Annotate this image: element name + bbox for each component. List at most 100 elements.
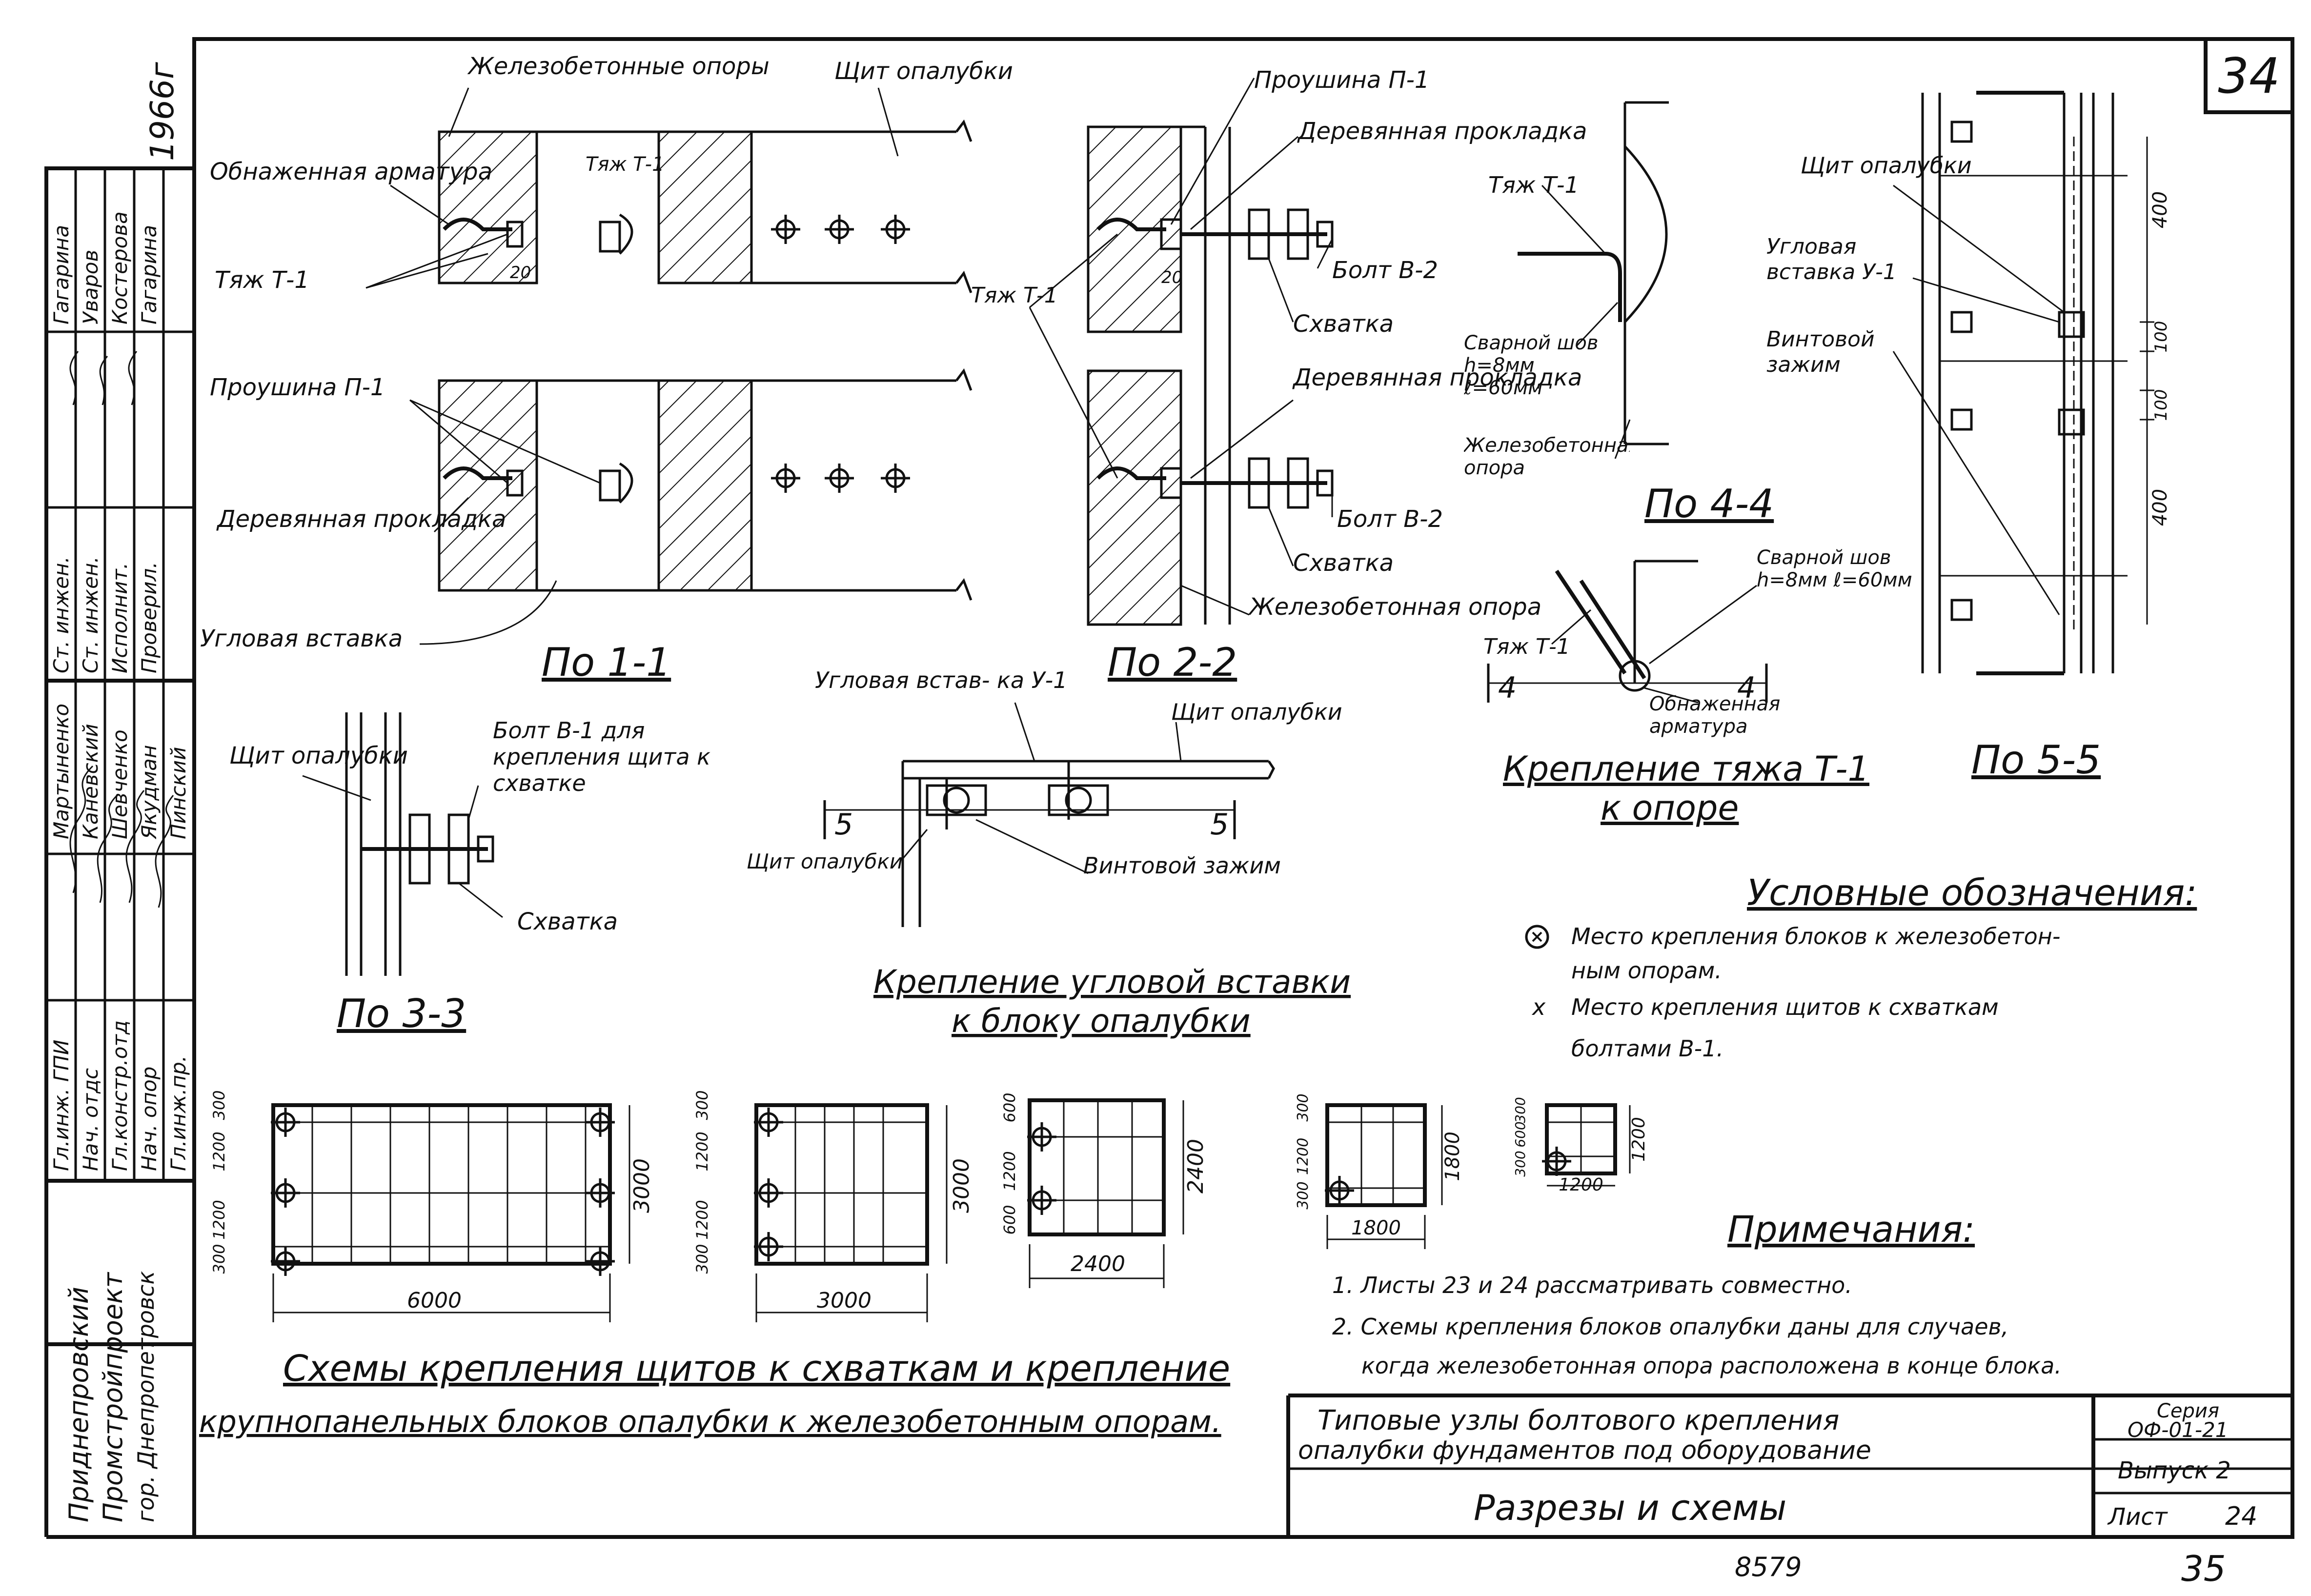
svg-text:Нач. опор: Нач. опор [137, 1067, 161, 1171]
signature-scribbles [69, 351, 174, 908]
legend-item-2-line-1: Место крепления щитов к схваткам [1571, 994, 1999, 1020]
section-1-1-title: По 1-1 [542, 640, 671, 685]
anchor-marks-1-1 [771, 215, 910, 493]
screw-clamp-label-5-5: Винтовой зажим [1766, 327, 1875, 377]
svg-text:600: 600 [1512, 1121, 1528, 1147]
legend-item-1-line-1: Место крепления блоков к железобетон- [1571, 923, 2060, 950]
bolt-label-3-3: Болт В-1 для крепления щита к схватке [493, 717, 710, 796]
wood-pad-bottom-label-2-2: Деревянная прокладка [1292, 364, 1582, 391]
dim-5-5-3: 100 [2151, 389, 2171, 421]
svg-text:1200: 1200 [1559, 1175, 1603, 1195]
cut-marks-4-4: 4 4 [1487, 664, 1768, 705]
corner-detail-title-2: к блоку опалубки [952, 1002, 1251, 1040]
svg-text:300: 300 [1512, 1151, 1528, 1176]
year-note: 1966г [143, 62, 181, 161]
notes-title: Примечания: [1727, 1209, 1975, 1251]
title-block: Типовые узлы болтового крепления опалубк… [1286, 1394, 2292, 1537]
svg-text:Гл.инж.пр.: Гл.инж.пр. [166, 1055, 190, 1171]
svg-text:гор. Днепропетровск: гор. Днепропетровск [133, 1271, 159, 1522]
sheet-label: Лист [2107, 1503, 2169, 1531]
section-5-5-title: По 5-5 [1971, 737, 2101, 783]
lug-label-1-1: Проушина П-1 [210, 374, 385, 401]
tie-rod-label-2-2: Тяж Т-1 [971, 283, 1058, 308]
legend: Условные обозначения: Место крепления бл… [1525, 872, 2197, 1062]
legend-item-1-line-2: ным опорам. [1571, 957, 1722, 984]
svg-text:3000: 3000 [817, 1288, 872, 1313]
title-line-2: опалубки фундаментов под оборудование [1298, 1436, 1871, 1465]
svg-text:1200: 1200 [1295, 1138, 1312, 1175]
tie-rod-detail-title-2: к опоре [1601, 788, 1739, 828]
section-2-2-title: По 2-2 [1108, 640, 1237, 685]
dim-5-5-1: 400 [2149, 191, 2171, 228]
svg-text:Ст. инжен.: Ст. инжен. [79, 556, 102, 673]
scheme-2: 3000 3000 300 1200 1200 300 [693, 1090, 974, 1322]
weld-label-detail: Сварной шов h=8мм ℓ=60мм [1757, 546, 1912, 591]
svg-text:600: 600 [1000, 1205, 1019, 1234]
section-2-2: Проушина П-1 Деревянная прокладка Тяж Т-… [971, 66, 1587, 685]
clamp-top-label-2-2: Схватка [1293, 310, 1394, 338]
note-2: 2. Схемы крепления блоков опалубки даны … [1332, 1313, 2008, 1340]
schemes-title-2: крупнопанельных блоков опалубки к железо… [199, 1404, 1221, 1439]
exposed-rebar-label-detail: Обнаженная арматура [1649, 693, 1781, 738]
svg-text:Приднепровский: Приднепровский [63, 1287, 94, 1522]
series-label: Серия [2157, 1400, 2219, 1422]
lug-label-2-2: Проушина П-1 [1254, 66, 1429, 94]
leaders-2-2 [1029, 78, 1333, 616]
svg-text:5: 5 [834, 808, 853, 842]
wood-pad-top-label-2-2: Деревянная прокладка [1297, 118, 1587, 145]
staff-row-5: Гл.инж.пр. Пинский [166, 747, 190, 1171]
svg-text:Проверил.: Проверил. [137, 562, 161, 673]
svg-text:300: 300 [1512, 1097, 1528, 1123]
tie-rod-label-1-1-a: Тяж Т-1 [586, 153, 665, 176]
section-4-4-title: По 4-4 [1644, 481, 1774, 526]
legend-title: Условные обозначения: [1747, 872, 2197, 914]
dim-5-5-4: 400 [2149, 489, 2171, 526]
tie-rod-detail-title-1: Крепление тяжа Т-1 [1503, 749, 1869, 789]
corner-detail-title-1: Крепление угловой вставки [873, 963, 1351, 1001]
clamp-bottom-label-2-2: Схватка [1293, 549, 1394, 577]
svg-text:1200: 1200 [693, 1200, 711, 1239]
staff-row-1: Гл.инж. ГПИ Мартыненко Ст. инжен. Гагари… [49, 225, 73, 1171]
svg-text:Уваров: Уваров [79, 250, 102, 324]
svg-text:Исполнит.: Исполнит. [108, 563, 132, 673]
section-3-3: Щит опалубки Болт В-1 для крепления щита… [229, 712, 710, 1036]
schemes-title-1: Схемы крепления щитов к схваткам и крепл… [283, 1348, 1230, 1390]
svg-text:300: 300 [693, 1244, 711, 1273]
svg-text:6000: 6000 [407, 1288, 462, 1313]
page-number: 34 [2218, 47, 2280, 104]
svg-text:1200: 1200 [210, 1200, 228, 1239]
bolt-node-2-2-top [1096, 208, 1334, 260]
svg-text:4: 4 [1737, 671, 1756, 705]
clamp-label-3-3: Схватка [517, 908, 618, 935]
tie-rod-detail: 4 4 Тяж Т-1 Сварной шов h=8мм ℓ=60мм Обн… [1483, 546, 1912, 828]
corner-insert-detail: 5 5 Угловая встав- ка У-1 Щит опалубки Щ… [747, 667, 1351, 1040]
svg-text:3000: 3000 [949, 1158, 974, 1213]
screw-clamp-label-detail: Винтовой зажим [1083, 852, 1281, 879]
bolt-bottom-label-2-2: Болт В-2 [1337, 505, 1443, 533]
shield-top-label-detail: Щит опалубки [1171, 699, 1342, 725]
svg-text:300: 300 [693, 1090, 711, 1120]
svg-text:Нач. отдс: Нач. отдс [79, 1068, 102, 1171]
corner-insert-label-5-5: Угловая вставка У-1 [1766, 234, 1897, 284]
support-label-2-2: Железобетонная опора [1248, 593, 1541, 621]
fastening-schemes: 6000 3000 300 1200 1200 300 3000 3000 [199, 1090, 1649, 1439]
svg-text:Гл.инж. ГПИ: Гл.инж. ГПИ [49, 1040, 73, 1171]
scheme-5: 1200 1200 300 600 300 [1512, 1097, 1649, 1195]
legend-item-2-symbol: x [1531, 994, 1546, 1020]
svg-text:5: 5 [1210, 808, 1229, 842]
scheme-4: 1800 1800 300 1200 300 [1295, 1093, 1464, 1249]
corner-insert-label-1-1: Угловая вставка [200, 625, 403, 652]
svg-text:Якудман: Якудман [137, 745, 161, 840]
svg-text:Ст. инжен.: Ст. инжен. [49, 556, 73, 673]
svg-text:1200: 1200 [1629, 1117, 1649, 1162]
svg-text:1800: 1800 [1351, 1217, 1401, 1239]
shield-left-label-detail: Щит опалубки [747, 849, 903, 873]
section-4-4: Тяж Т-1 Сварной шов h=8мм ℓ=60мм Железоб… [1464, 101, 1774, 526]
svg-text:Промстройпроект: Промстройпроект [98, 1272, 128, 1522]
support-label-4-4: Железобетонная опора [1464, 434, 1630, 479]
weld-label-4-4: Сварной шов h=8мм ℓ=60мм [1464, 332, 1599, 399]
series-value: ОФ-01-21 [2128, 1418, 2228, 1442]
issue-label: Выпуск 2 [2118, 1457, 2231, 1484]
shield-label-1-1: Щит опалубки [834, 58, 1013, 85]
